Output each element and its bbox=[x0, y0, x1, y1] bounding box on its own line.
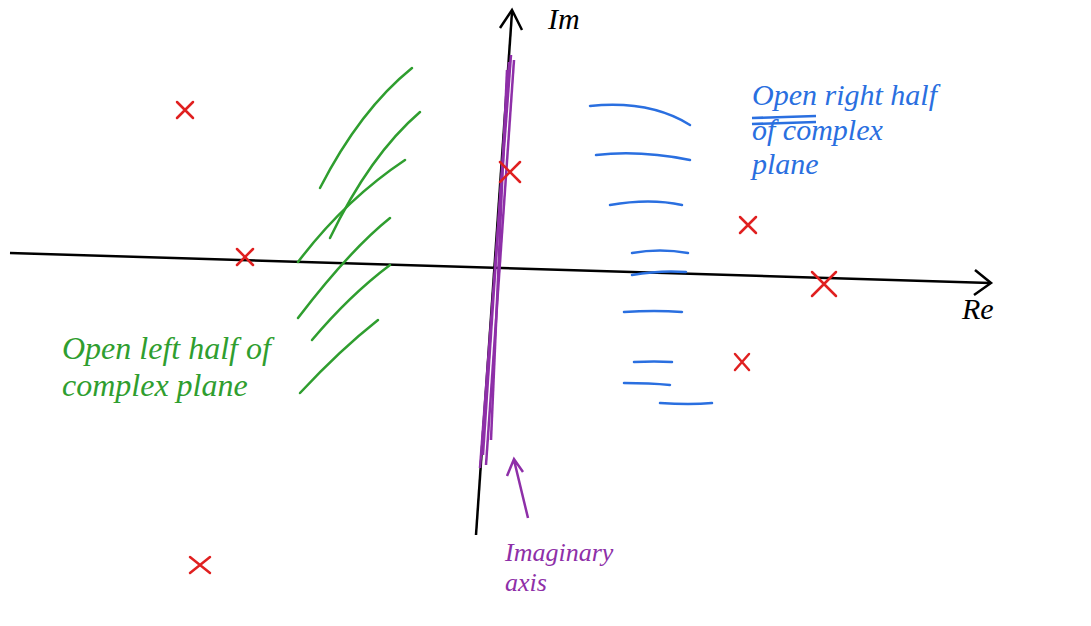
region-label: Open left half of complex plane bbox=[62, 330, 290, 404]
pointer-arrow bbox=[507, 459, 528, 518]
imaginary-axis bbox=[476, 12, 512, 535]
region-label: Open right half of complex plane bbox=[752, 78, 952, 182]
axis-label: Im bbox=[548, 2, 580, 37]
right-half-shading bbox=[590, 105, 712, 404]
axis-label: Re bbox=[962, 292, 994, 327]
pole-markers bbox=[177, 102, 836, 573]
real-axis-arrowhead bbox=[974, 270, 991, 295]
left-half-hatching bbox=[298, 68, 420, 393]
axis-callout: Imaginary axis bbox=[505, 538, 645, 598]
imaginary-axis-arrowhead bbox=[500, 10, 522, 30]
imaginary-axis-highlight bbox=[480, 55, 514, 468]
